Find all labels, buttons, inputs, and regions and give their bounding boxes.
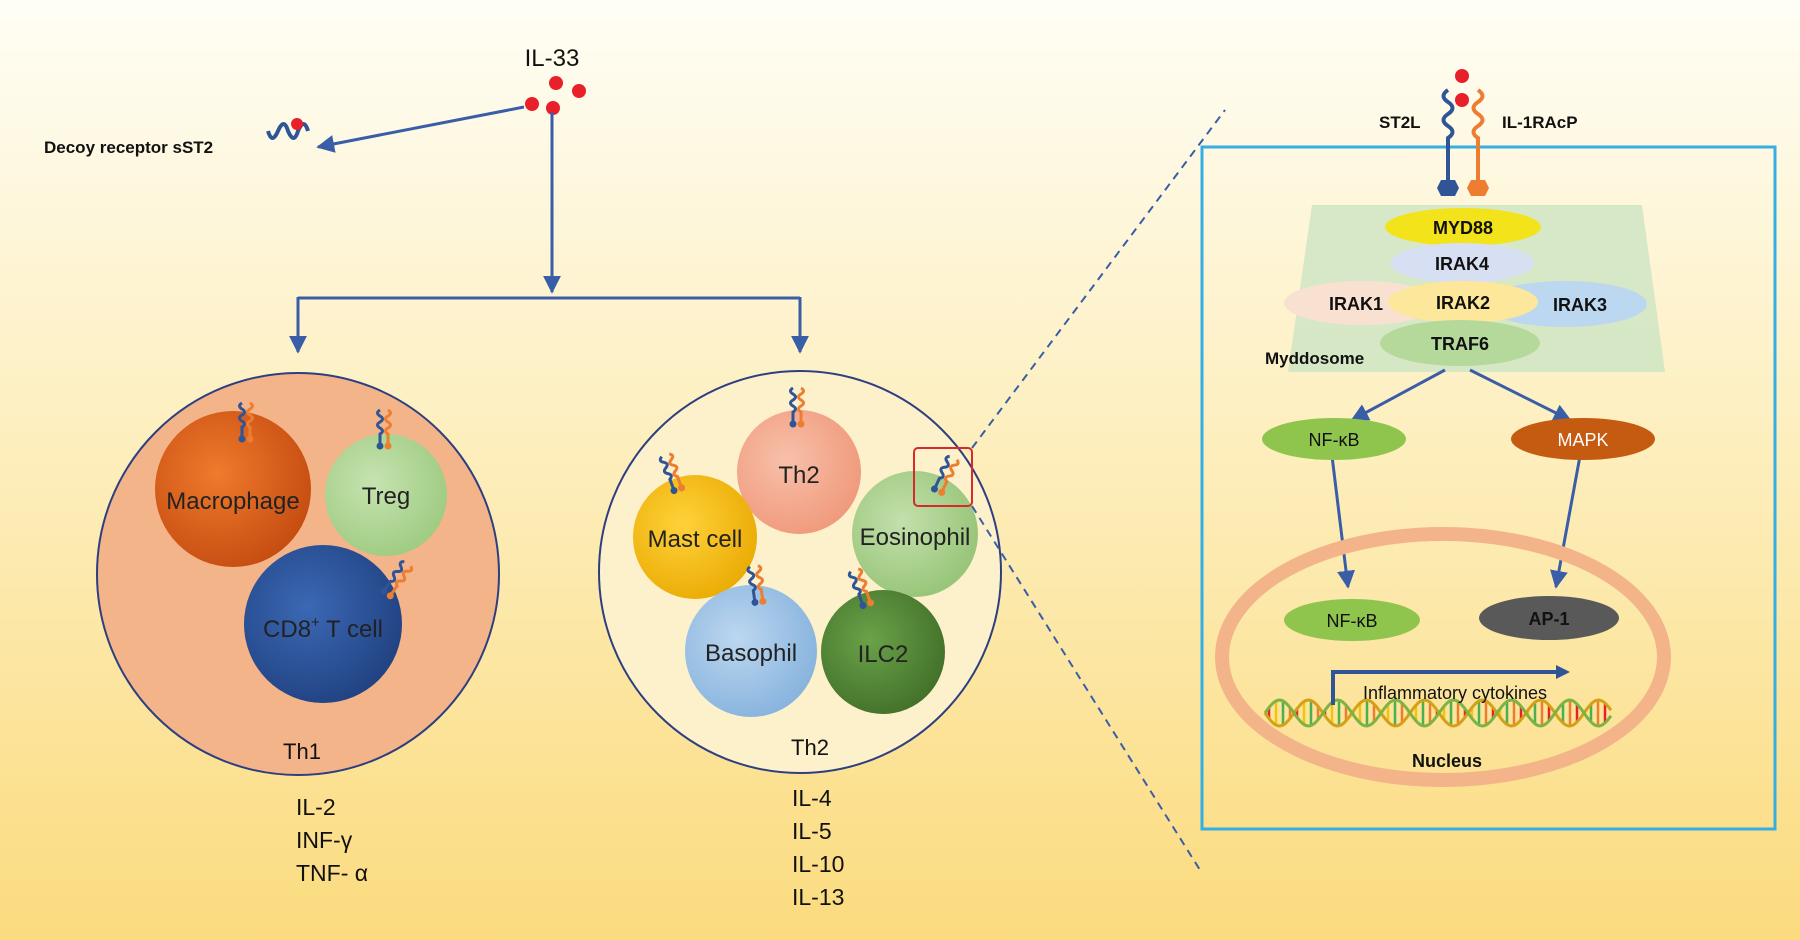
eosinophil-cell — [852, 471, 978, 597]
branch-arrows — [289, 112, 809, 354]
zoom-guide-lines — [971, 109, 1226, 871]
nfkb-nucleus-node — [1284, 599, 1420, 641]
th2-cytokine: IL-5 — [792, 818, 832, 844]
th1-cytokine: TNF- α — [296, 860, 368, 886]
ilc2-label: ILC2 — [858, 641, 909, 668]
il33-dots — [525, 76, 586, 115]
th2-cytokine: IL-4 — [792, 785, 832, 811]
basophil-label: Basophil — [705, 640, 797, 667]
basophil-cell — [685, 585, 817, 717]
decoy-receptor-icon — [266, 118, 310, 140]
irak1-label: IRAK1 — [1329, 294, 1383, 314]
myddosome-label: Myddosome — [1265, 349, 1364, 368]
nfkb-cytoplasm-label: NF-κB — [1309, 430, 1360, 450]
mapk-label: MAPK — [1557, 430, 1608, 450]
eosinophil-receptor-highlight — [913, 447, 973, 507]
cd8-t-cell — [244, 545, 402, 703]
irak2-label: IRAK2 — [1436, 293, 1490, 313]
treg-label: Treg — [362, 483, 410, 510]
th2-cytokine-list: IL-4 IL-5 IL-10 IL-13 — [792, 785, 844, 910]
st2l-il1racp-receptor-complex — [1437, 69, 1489, 196]
pathway-arrows — [1330, 368, 1582, 589]
th1-label: Th1 — [283, 739, 321, 764]
nfkb-cytoplasm-node — [1262, 418, 1406, 460]
mapk-node — [1511, 418, 1655, 460]
arrow-to-decoy — [316, 105, 525, 153]
th2-cell — [737, 410, 861, 534]
th1-cytokine: IL-2 — [296, 794, 336, 820]
decoy-receptor-label: Decoy receptor sST2 — [44, 138, 213, 157]
macrophage-cell — [155, 411, 311, 567]
eosinophil-label: Eosinophil — [860, 524, 971, 551]
nucleus — [1215, 527, 1671, 787]
irak4-node — [1390, 243, 1534, 283]
treg-cell — [325, 434, 447, 556]
cd8-label: CD8+ T cell — [263, 614, 383, 643]
irak4-label: IRAK4 — [1435, 254, 1489, 274]
mast-cell-label: Mast cell — [648, 526, 743, 553]
macrophage-label: Macrophage — [166, 488, 299, 515]
ap1-node — [1479, 596, 1619, 640]
traf6-node — [1380, 320, 1540, 366]
th1-cytokine: INF-γ — [296, 827, 353, 853]
nfkb-nucleus-label: NF-κB — [1327, 611, 1378, 631]
traf6-label: TRAF6 — [1431, 334, 1489, 354]
th2-cytokine: IL-13 — [792, 884, 844, 910]
dna-helix-icon — [1263, 698, 1613, 728]
ilc2-cell — [821, 590, 945, 714]
il33-label: IL-33 — [525, 45, 580, 72]
mast-cell — [633, 475, 757, 599]
myd88-node — [1385, 208, 1541, 246]
irak3-label: IRAK3 — [1553, 295, 1607, 315]
th1-cytokine-list: IL-2 INF-γ TNF- α — [296, 794, 368, 886]
st2l-label: ST2L — [1379, 113, 1421, 132]
irak2-node — [1388, 281, 1538, 323]
transcription-arrow-head — [1556, 665, 1570, 679]
signaling-panel — [1200, 145, 1777, 831]
th2-cell-label: Th2 — [778, 462, 819, 489]
th2-cytokine: IL-10 — [792, 851, 844, 877]
nucleus-label: Nucleus — [1412, 751, 1482, 771]
transcription-label: Inflammatory cytokines — [1363, 683, 1547, 703]
ap1-label: AP-1 — [1528, 609, 1569, 629]
transcription-arrow — [1331, 670, 1558, 705]
myd88-label: MYD88 — [1433, 218, 1493, 238]
il1racp-label: IL-1RAcP — [1502, 113, 1578, 132]
th2-label: Th2 — [791, 735, 829, 760]
